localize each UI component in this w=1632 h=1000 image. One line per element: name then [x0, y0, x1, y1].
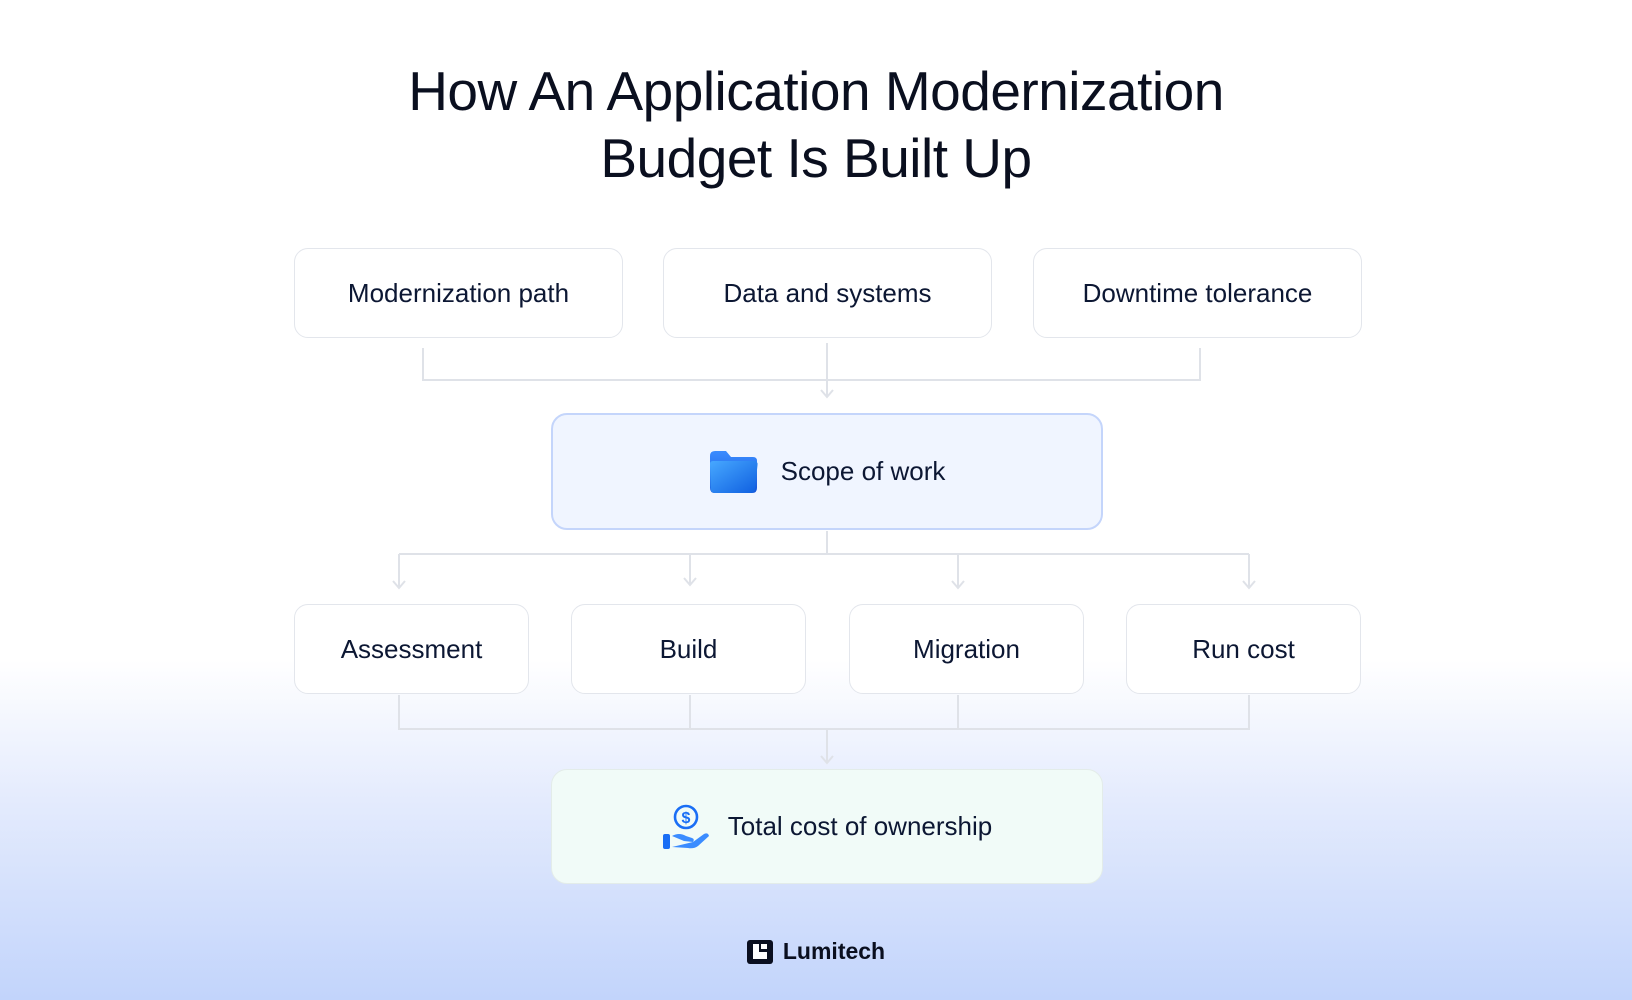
- input-label: Downtime tolerance: [1082, 277, 1313, 308]
- phase-label: Migration: [913, 633, 1020, 664]
- phase-label: Run cost: [1192, 633, 1295, 664]
- input-data-and-systems: Data and systems: [663, 248, 992, 338]
- scope-of-work-node: Scope of work: [551, 413, 1103, 530]
- brand-name: Lumitech: [782, 938, 886, 964]
- connector-phases-merge: [398, 695, 1250, 730]
- svg-text:$: $: [681, 810, 690, 827]
- title-line-1: How An Application Modernization: [408, 60, 1224, 122]
- phase-migration: Migration: [849, 604, 1084, 694]
- folder-icon: [709, 450, 759, 494]
- input-downtime-tolerance: Downtime tolerance: [1033, 248, 1362, 338]
- phase-build: Build: [571, 604, 806, 694]
- arrowhead-total: [820, 755, 834, 765]
- total-label: Total cost of ownership: [727, 811, 993, 841]
- arrowhead-phase-2: [683, 577, 697, 587]
- input-label: Modernization path: [347, 277, 570, 308]
- phase-run-cost: Run cost: [1126, 604, 1361, 694]
- total-cost-node: $ Total cost of ownership: [551, 769, 1103, 884]
- scope-label: Scope of work: [780, 456, 946, 486]
- hand-dollar-icon: $: [662, 804, 710, 850]
- arrowhead-phase-3: [951, 580, 965, 590]
- arrowhead-phase-1: [392, 580, 406, 590]
- brand-footer: Lumitech: [0, 938, 1632, 965]
- title-line-2: Budget Is Built Up: [600, 127, 1032, 189]
- arrowhead-scope: [820, 389, 834, 399]
- arrowhead-phase-4: [1242, 580, 1256, 590]
- lumitech-logo-icon: [746, 939, 773, 964]
- input-label: Data and systems: [723, 277, 932, 308]
- connector-input-1: [422, 348, 1201, 381]
- phase-label: Build: [659, 633, 718, 664]
- phase-assessment: Assessment: [294, 604, 529, 694]
- phase-label: Assessment: [340, 633, 483, 664]
- input-modernization-path: Modernization path: [294, 248, 623, 338]
- page-title: How An Application Modernization Budget …: [0, 58, 1632, 192]
